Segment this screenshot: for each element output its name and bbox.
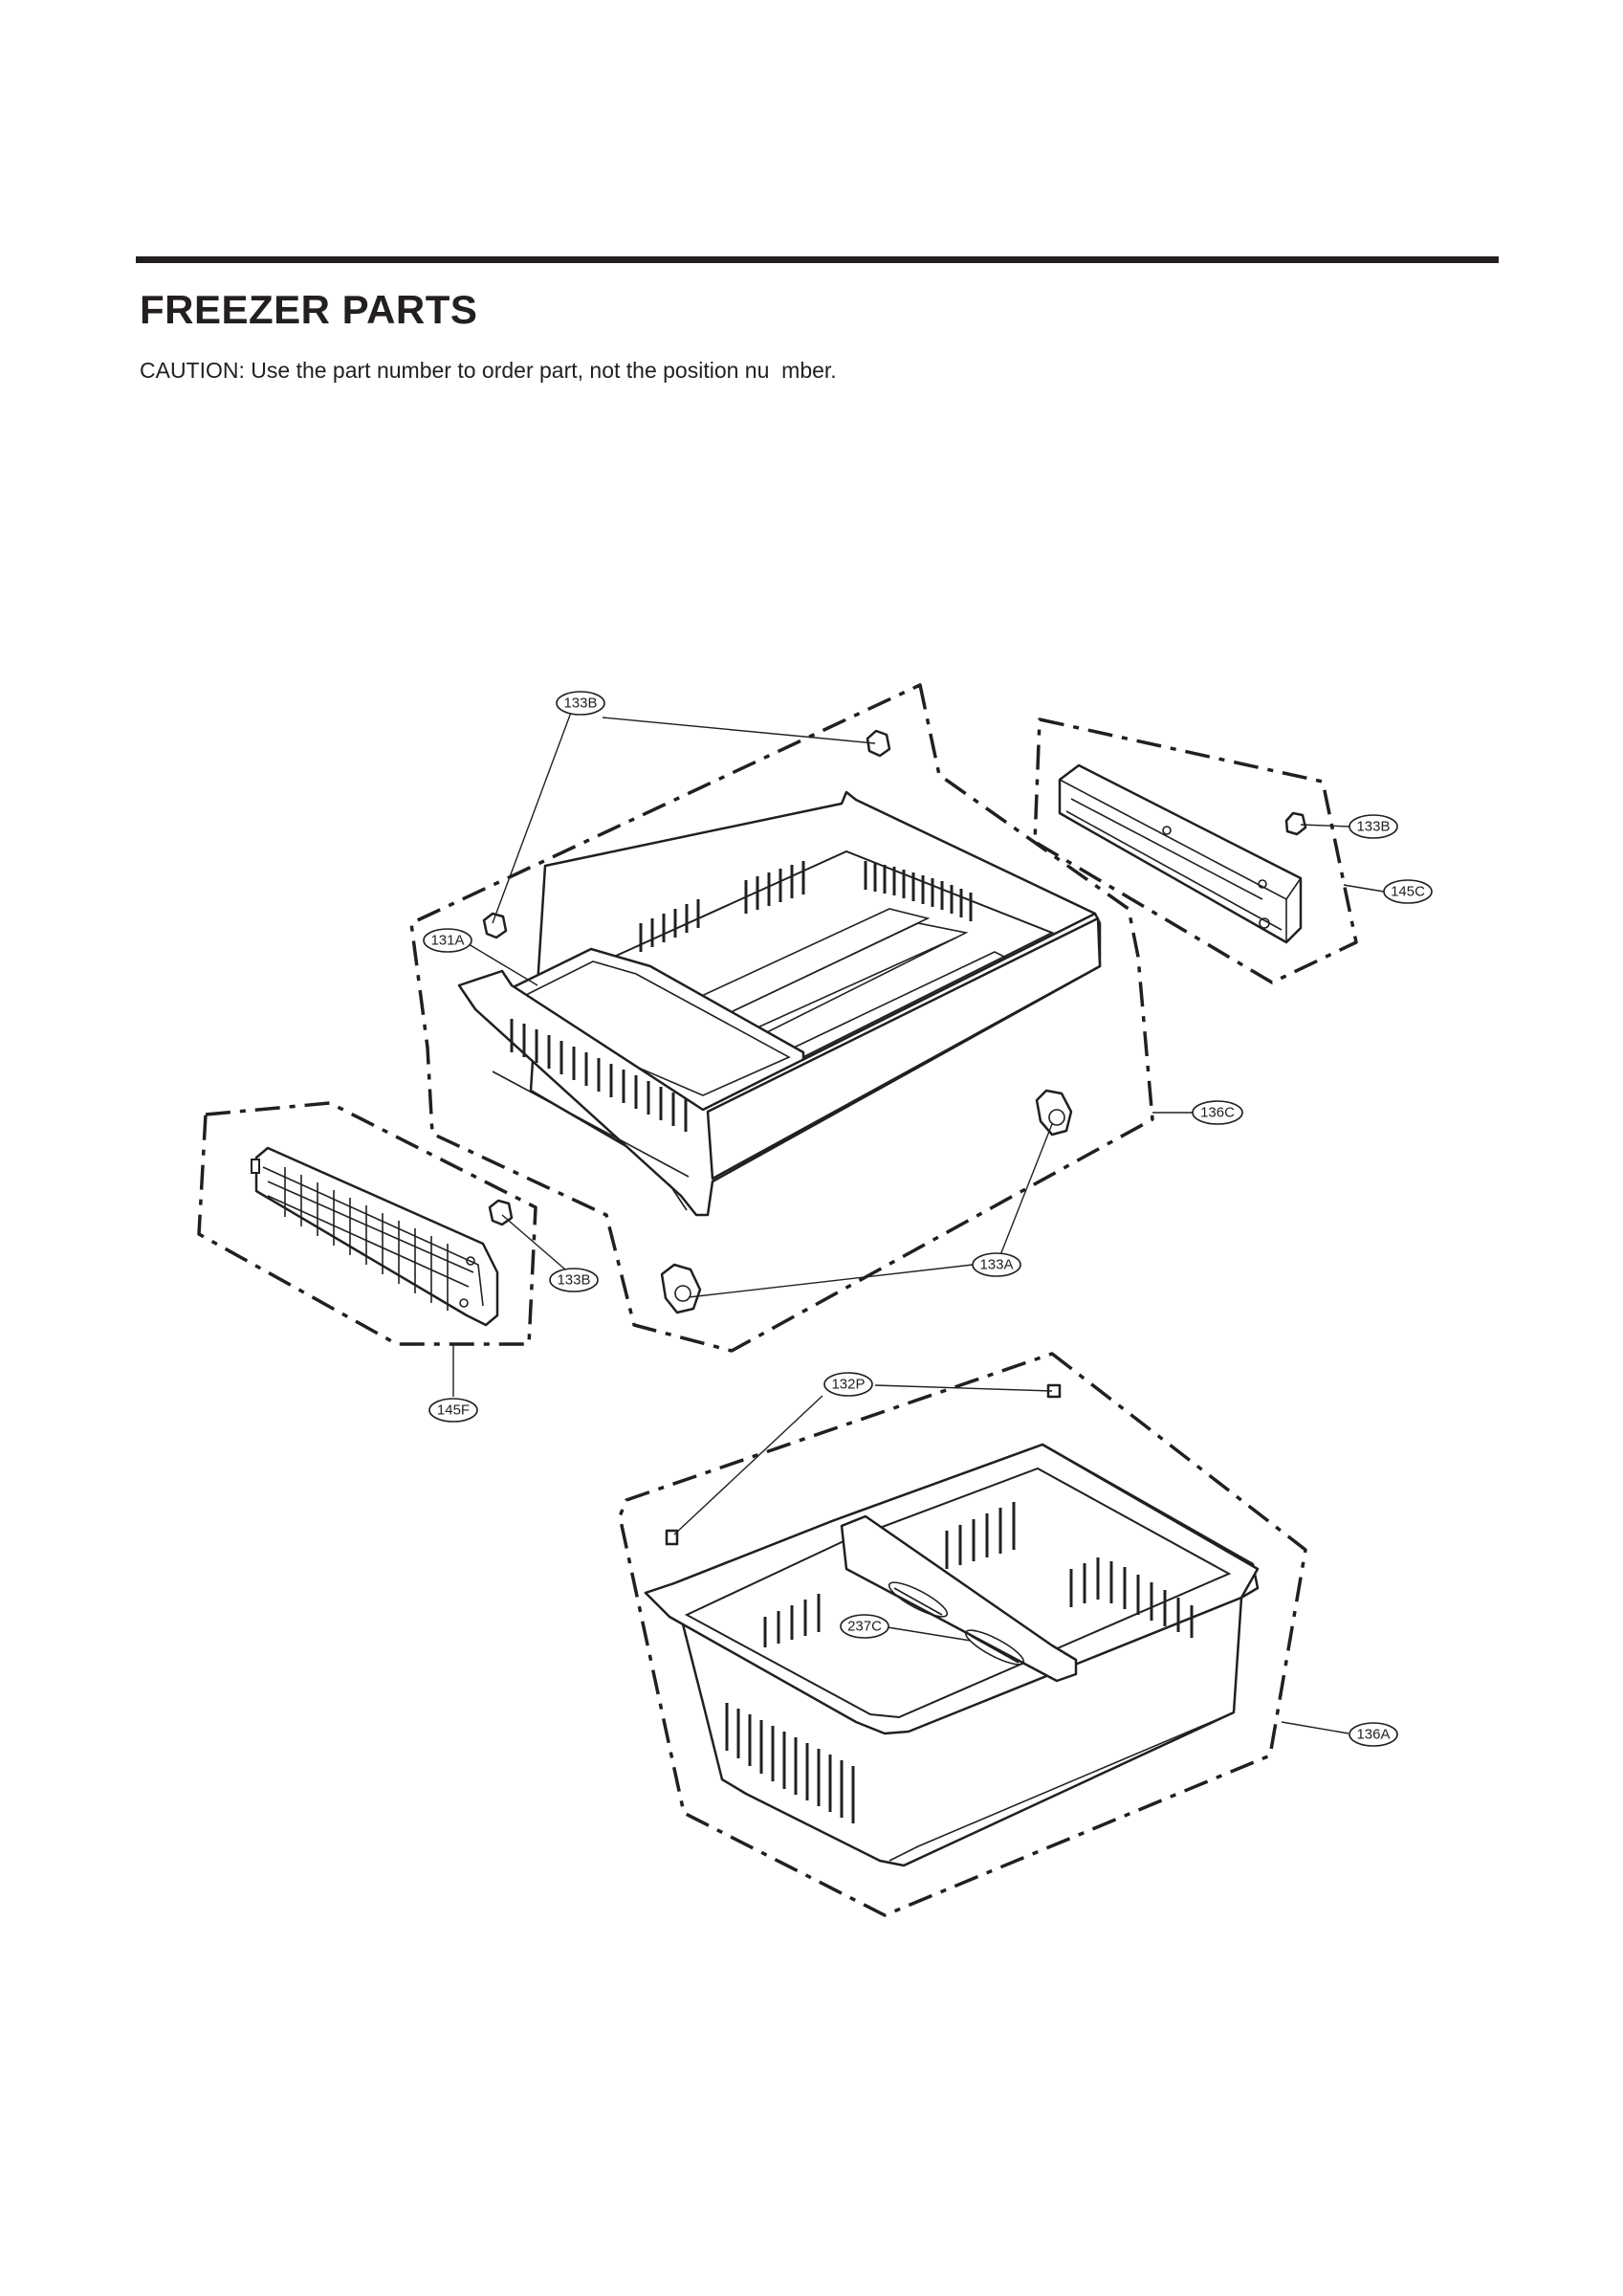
callout-136C: 136C (1192, 1100, 1243, 1125)
roller-133A-left (660, 1263, 702, 1314)
svg-text:132P: 132P (831, 1377, 865, 1393)
callout-145F: 145F (428, 1398, 478, 1423)
drawer-back-slots (639, 861, 973, 952)
group-outline-rail-145C (1033, 718, 1358, 984)
pad-132P-left (665, 1529, 679, 1546)
callout-133A: 133A (972, 1252, 1021, 1277)
roller-133A-right (1035, 1089, 1073, 1137)
svg-text:145C: 145C (1391, 884, 1425, 900)
svg-text:145F: 145F (437, 1402, 470, 1419)
basket-slots (725, 1502, 1194, 1823)
svg-text:136C: 136C (1200, 1105, 1235, 1121)
callout-131A: 131A (423, 928, 472, 953)
page-title: FREEZER PARTS (140, 287, 478, 332)
callout-145C: 145C (1383, 879, 1433, 904)
svg-text:133A: 133A (979, 1257, 1013, 1273)
callout-133B-top: 133B (556, 691, 605, 716)
group-outline-lower-basket (618, 1352, 1307, 1917)
lower-basket-136A (644, 1443, 1260, 1867)
callout-132P: 132P (823, 1372, 873, 1397)
rail-145F (251, 1146, 499, 1327)
caution-note: CAUTION: Use the part number to order pa… (140, 358, 837, 383)
svg-text:131A: 131A (430, 933, 464, 949)
callout-133B-left: 133B (549, 1268, 599, 1292)
stopper-133B-drawer (482, 912, 508, 939)
svg-text:136A: 136A (1356, 1727, 1390, 1743)
svg-text:133B: 133B (557, 1272, 590, 1289)
upper-drawer-136C (457, 790, 1102, 1217)
stopper-133B-top (866, 729, 891, 758)
callout-136A: 136A (1349, 1722, 1398, 1747)
header-rule (136, 256, 1499, 263)
stopper-133B-right (1284, 811, 1307, 836)
divider-237C (840, 1514, 1078, 1683)
rail-145C (1058, 763, 1303, 944)
group-outline-upper-drawer (409, 683, 1154, 1353)
group-outline-rail-145F (197, 1101, 537, 1346)
svg-text:133B: 133B (563, 695, 597, 712)
callout-133B-right: 133B (1349, 814, 1398, 839)
svg-text:237C: 237C (847, 1619, 882, 1635)
leader-lines (452, 709, 1385, 1734)
callout-237C: 237C (840, 1614, 889, 1639)
svg-text:133B: 133B (1356, 819, 1390, 835)
drawer-front-slots (510, 1019, 688, 1132)
